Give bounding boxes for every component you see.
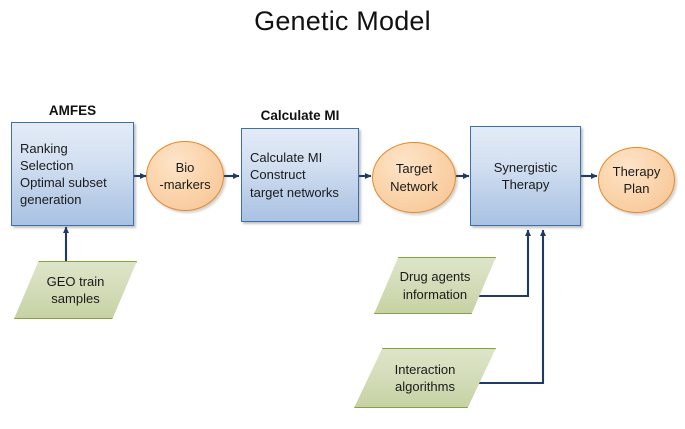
process-box-calculate-mi[interactable]: Calculate MI Construct target networks — [241, 128, 359, 222]
process-box-calculate-mi-text: Calculate MI Construct target networks — [250, 150, 339, 200]
data-shape-geo-train-samples-text: GEO train samples — [46, 273, 105, 306]
ellipse-therapy-plan[interactable]: Therapy Plan — [598, 147, 675, 213]
process-box-synergistic-therapy[interactable]: Synergistic Therapy — [470, 126, 581, 226]
data-shape-interaction-algorithms[interactable]: Interaction algorithms — [354, 348, 496, 408]
data-shape-interaction-algorithms-text: Interaction algorithms — [394, 361, 456, 394]
ellipse-biomarkers[interactable]: Bio -markers — [146, 141, 224, 211]
caption-amfes: AMFES — [48, 103, 97, 118]
caption-calculate-mi: Calculate MI — [260, 108, 340, 123]
ellipse-target-network-text: Target Network — [390, 161, 438, 194]
page-title: Genetic Model — [254, 6, 431, 36]
ellipse-therapy-plan-text: Therapy Plan — [612, 163, 661, 196]
process-box-amfes[interactable]: Ranking Selection Optimal subset generat… — [11, 122, 134, 226]
ellipse-biomarkers-text: Bio -markers — [159, 159, 211, 192]
data-shape-drug-agents-information[interactable]: Drug agents information — [374, 257, 496, 314]
ellipse-target-network[interactable]: Target Network — [372, 142, 456, 213]
process-box-synergistic-therapy-text: Synergistic Therapy — [493, 159, 558, 192]
data-shape-drug-agents-information-text: Drug agents information — [399, 269, 471, 302]
process-box-amfes-text: Ranking Selection Optimal subset generat… — [20, 140, 107, 208]
data-shape-geo-train-samples[interactable]: GEO train samples — [14, 261, 137, 319]
